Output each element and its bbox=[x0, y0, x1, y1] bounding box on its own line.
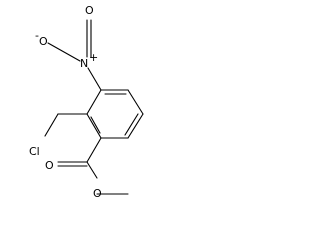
ring-inner-double-bond-2 bbox=[124, 113, 139, 136]
atom-chlorine: Cl bbox=[29, 145, 40, 158]
bond-carbonyl-ester-oxygen bbox=[86, 161, 98, 179]
charge-minus: - bbox=[35, 29, 39, 42]
ring-inner-double-bond-3 bbox=[90, 116, 101, 134]
ring-bond-c6-c1 bbox=[86, 89, 102, 115]
ring-bond-c2-c3 bbox=[127, 89, 144, 115]
atom-oxygen-minus: O bbox=[39, 35, 48, 48]
bond-ring-nitrogen bbox=[87, 67, 102, 91]
bond-nitrogen-oxygen-minus bbox=[47, 42, 81, 62]
atom-nitrogen: N bbox=[80, 57, 88, 70]
atom-oxygen-top: O bbox=[85, 4, 94, 17]
bond-ring-carbonyl bbox=[86, 137, 102, 163]
charge-plus: + bbox=[89, 51, 98, 64]
bond-ch2-chlorine bbox=[44, 113, 59, 137]
chemical-structure: O O - N + Cl O O bbox=[29, 4, 144, 200]
atom-oxygen-ester: O bbox=[93, 187, 102, 200]
ring-bond-c5-c6 bbox=[86, 113, 102, 139]
atom-oxygen-carbonyl: O bbox=[45, 159, 54, 172]
ring-bond-c3-c4 bbox=[127, 113, 144, 139]
